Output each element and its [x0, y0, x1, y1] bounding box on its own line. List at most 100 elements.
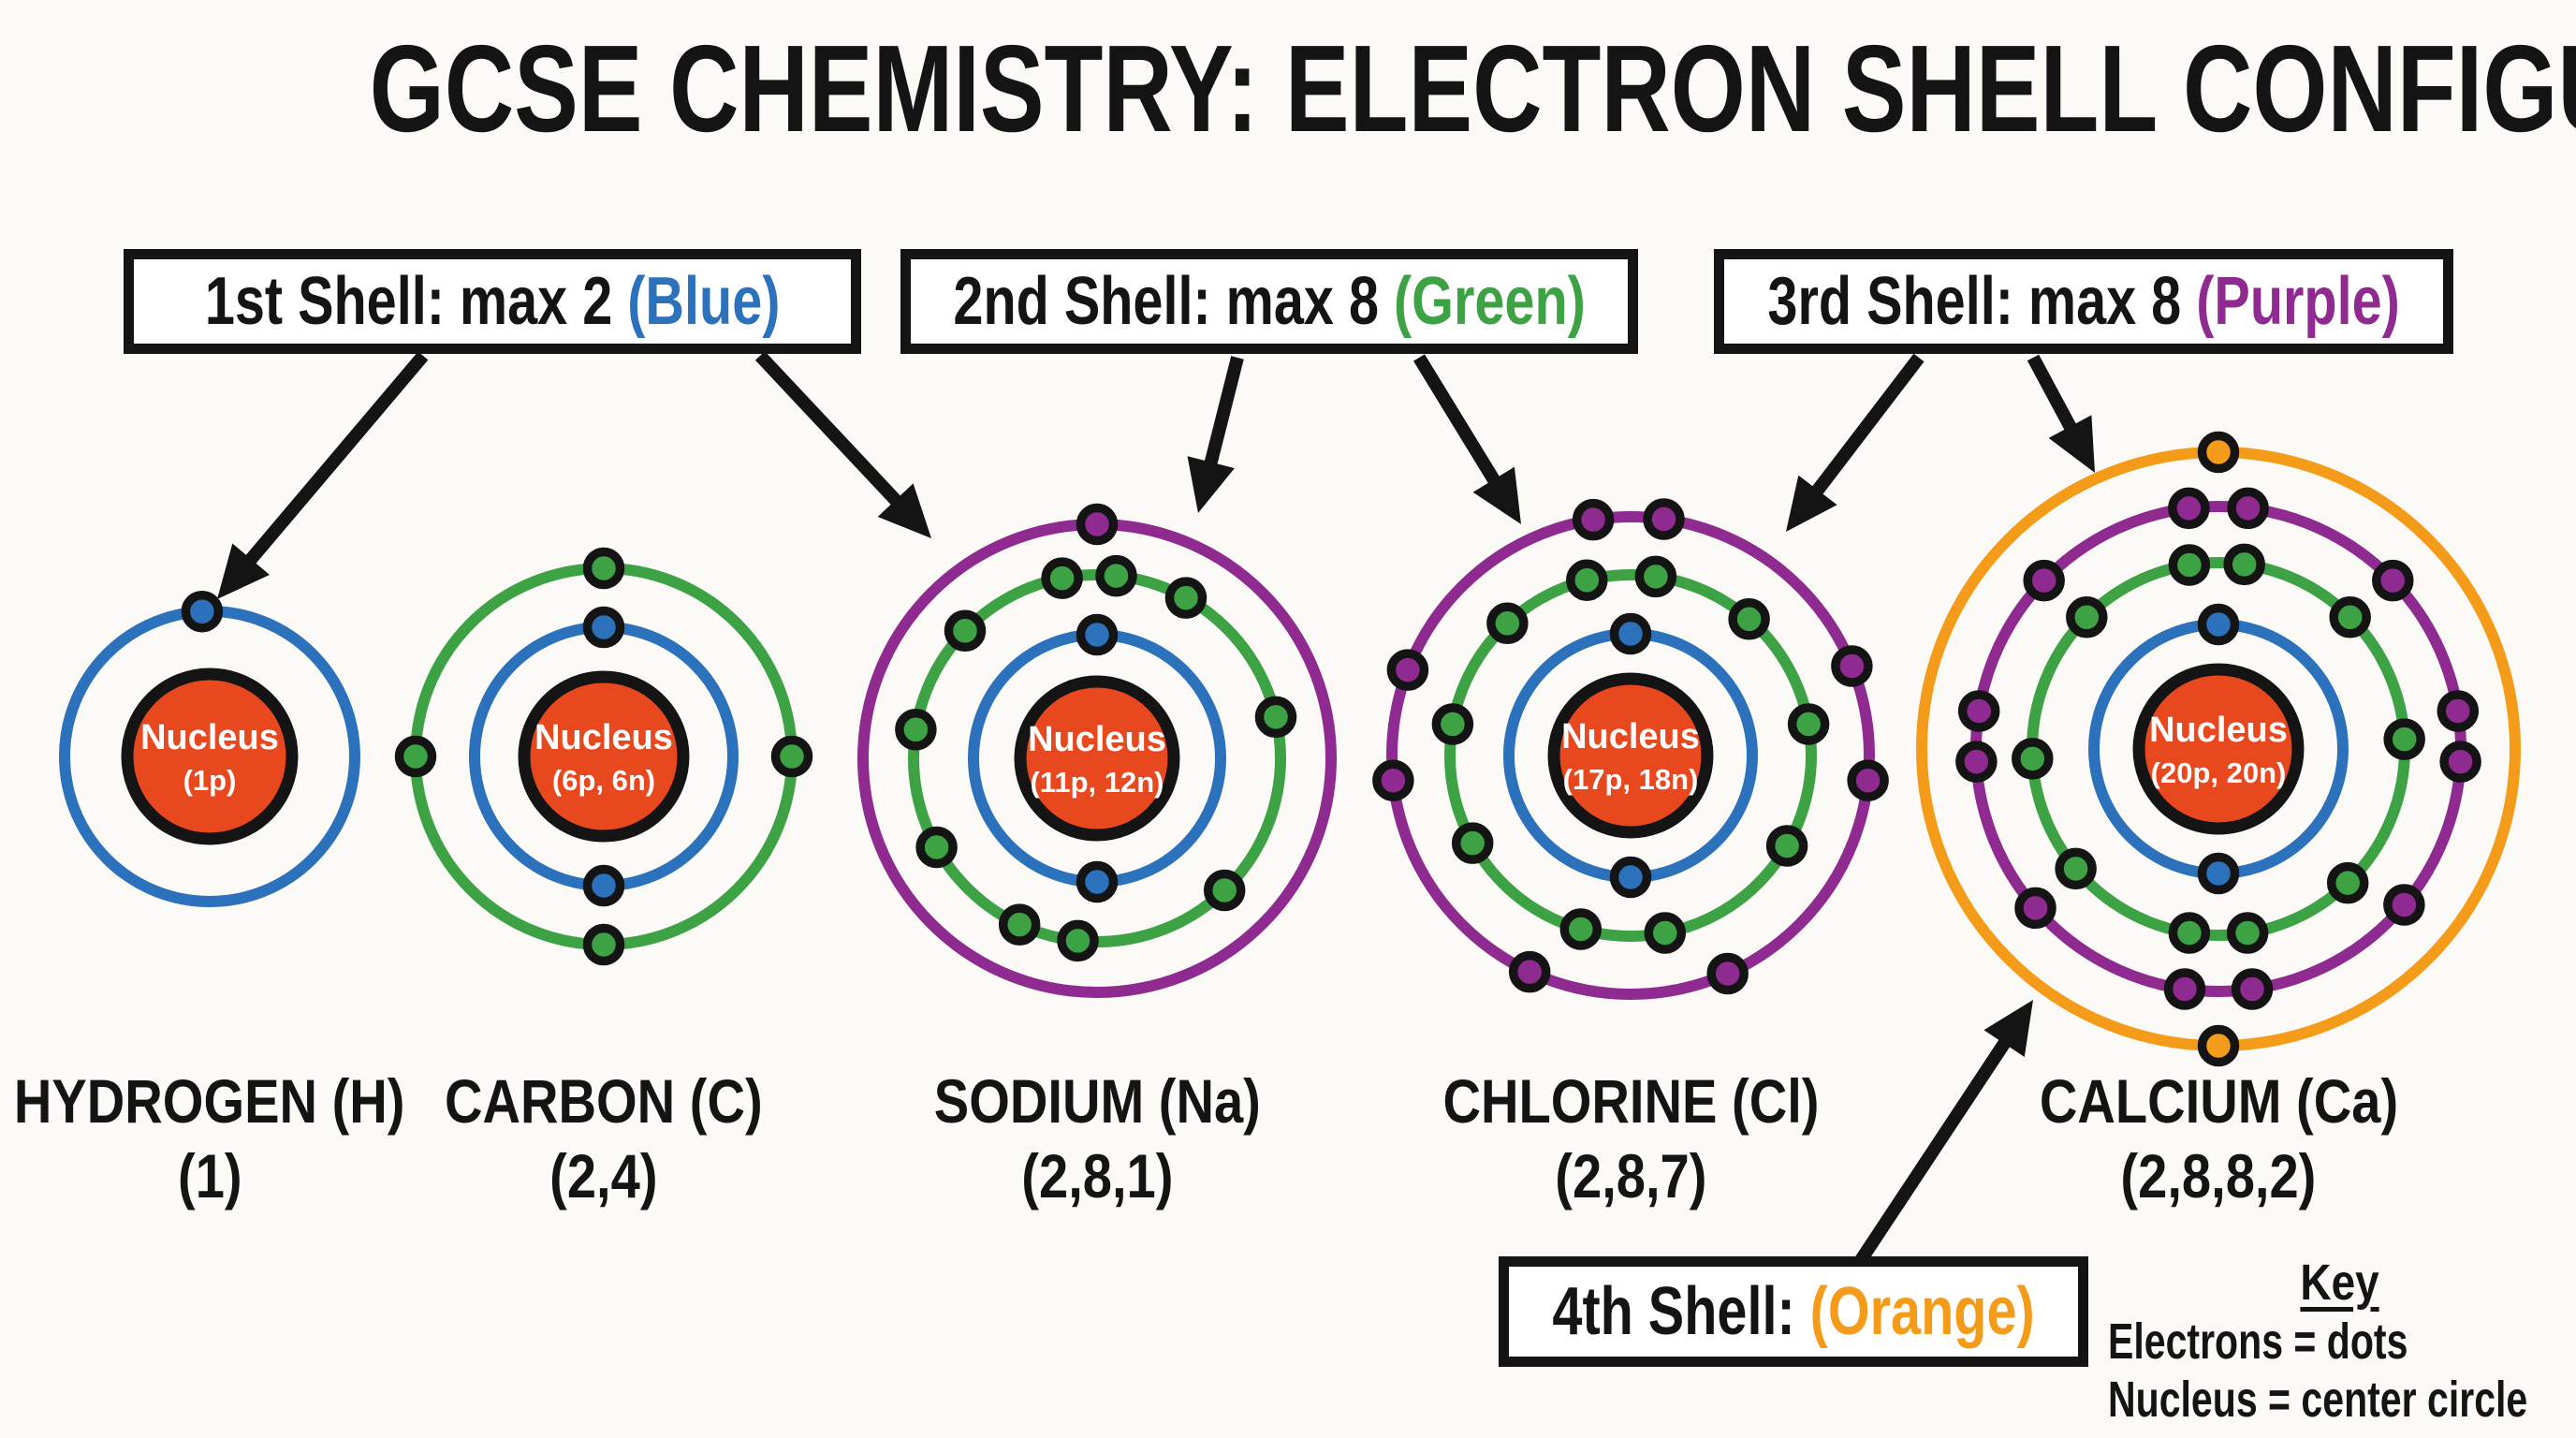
- green-electron-dot: [1559, 908, 1603, 950]
- arrow-head: [217, 543, 270, 599]
- green-electron-dot: [2223, 543, 2265, 586]
- green-electron-dot: [582, 923, 625, 966]
- purple-electron-dot: [1706, 952, 1749, 995]
- fourth-shell-legend-box: 4th Shell: (Orange): [1499, 1256, 2088, 1367]
- arrow-fourth-shell-box-to-calcium: [1855, 1000, 2033, 1264]
- purple-electron-dot: [1386, 649, 1429, 691]
- purple-electron-dot: [1957, 690, 2000, 732]
- nucleus-composition: (1p): [183, 764, 237, 797]
- purple-electron-dot: [2231, 968, 2274, 1010]
- page-title: GCSE CHEMISTRY: ELECTRON SHELL CONFIGURA…: [0, 20, 2576, 157]
- key-line-electrons: Electrons = dots: [2108, 1313, 2408, 1370]
- blue-electron-dot: [582, 864, 625, 907]
- nucleus: [1547, 672, 1714, 839]
- arrow-shaft: [241, 351, 429, 569]
- legend-label: 4th Shell:: [1552, 1274, 1810, 1349]
- green-electron-dot: [1041, 557, 1083, 599]
- element-configuration: (1): [177, 1141, 242, 1211]
- nucleus: [121, 668, 299, 845]
- arrow-head: [1983, 1000, 2033, 1057]
- legend-shell-color-word: (Orange): [1809, 1274, 2035, 1349]
- arrow-third-shell-box-to-chlorine: [1786, 353, 1925, 532]
- arrow-shaft: [1855, 1034, 2014, 1264]
- green-electron-dot: [1634, 555, 1677, 598]
- legend-text: 3rd Shell: max 8 (Purple): [1767, 268, 2399, 335]
- label-calcium: CALCIUM (Ca)(2,8,8,2): [1910, 1064, 2527, 1213]
- legend-shell-color-word: (Blue): [627, 264, 781, 339]
- purple-electron-dot: [2227, 487, 2269, 530]
- blue-electron-dot: [1609, 612, 1652, 655]
- blue-electron-dot: [1609, 856, 1652, 899]
- label-sodium: SODIUM (Na)(2,8,1): [788, 1064, 1406, 1213]
- green-electron-dot: [2066, 596, 2108, 638]
- purple-electron-dot: [1076, 503, 1119, 546]
- legend-label: 1st Shell: max 2: [204, 264, 628, 339]
- second-shell-legend-box: 2nd Shell: max 8 (Green): [900, 249, 1638, 354]
- element-name: CARBON (C): [445, 1066, 763, 1136]
- label-chlorine: CHLORINE (Cl)(2,8,7): [1322, 1064, 1939, 1213]
- key: Key Electrons = dots Nucleus = center ci…: [2108, 1253, 2572, 1429]
- purple-electron-dot: [1372, 759, 1414, 801]
- arrow-second-shell-box-to-sodium: [1187, 356, 1244, 513]
- purple-shell-ring: [1386, 511, 1875, 1000]
- arrow-head: [1472, 466, 1521, 524]
- green-electron-dot: [1057, 919, 1099, 962]
- element-name: CALCIUM (Ca): [2039, 1066, 2398, 1136]
- green-electron-dot: [915, 826, 958, 869]
- purple-electron-dot: [2023, 559, 2065, 602]
- green-electron-dot: [1451, 822, 1494, 864]
- key-line-nucleus: Nucleus = center circle: [2108, 1372, 2528, 1428]
- legend-text: 4th Shell: (Orange): [1552, 1278, 2034, 1345]
- blue-electron-dot: [1076, 613, 1119, 656]
- element-name: CHLORINE (Cl): [1442, 1066, 1820, 1136]
- blue-electron-dot: [181, 590, 224, 633]
- nucleus: [518, 670, 690, 843]
- nucleus-composition: (17p, 18n): [1563, 763, 1699, 796]
- label-hydrogen: HYDROGEN (H)(1): [0, 1064, 519, 1213]
- nucleus-label: Nucleus: [534, 718, 673, 757]
- green-electron-dot: [1486, 602, 1529, 645]
- arrow-second-shell-box-to-chlorine: [1413, 354, 1521, 524]
- legend-shell-color-word: (Green): [1393, 264, 1586, 339]
- green-electron-dot: [2326, 861, 2369, 904]
- purple-electron-dot: [1508, 950, 1551, 993]
- green-electron-dot: [944, 609, 987, 653]
- nucleus-composition: (20p, 20n): [2151, 756, 2287, 789]
- nucleus-label: Nucleus: [2149, 711, 2288, 750]
- purple-electron-dot: [2383, 884, 2425, 926]
- nucleus: [1014, 675, 1180, 842]
- third-shell-legend-box: 3rd Shell: max 8 (Purple): [1714, 249, 2453, 354]
- arrow-head: [2048, 415, 2095, 473]
- legend-text: 2nd Shell: max 8 (Green): [953, 268, 1585, 335]
- purple-electron-dot: [1572, 498, 1615, 541]
- green-electron-dot: [1787, 703, 1830, 745]
- element-configuration: (2,8,7): [1554, 1141, 1707, 1211]
- nucleus-label: Nucleus: [140, 718, 279, 757]
- atom-carbon: Nucleus(6p, 6n): [394, 547, 813, 966]
- green-electron-dot: [1728, 598, 1770, 640]
- atom-chlorine: Nucleus(17p, 18n): [1372, 498, 1889, 1000]
- green-electron-dot: [1644, 912, 1687, 954]
- green-electron-dot: [2226, 912, 2269, 954]
- purple-electron-dot: [1831, 645, 1873, 687]
- purple-electron-dot: [2372, 559, 2414, 602]
- green-electron-dot: [1566, 559, 1608, 601]
- legend-shell-color-word: (Purple): [2196, 264, 2400, 339]
- green-electron-dot: [2168, 912, 2211, 954]
- blue-electron-dot: [1076, 860, 1119, 903]
- green-electron-dot: [1095, 554, 1137, 597]
- green-electron-dot: [2055, 847, 2097, 890]
- element-configuration: (2,4): [549, 1141, 658, 1211]
- element-name: SODIUM (Na): [933, 1066, 1261, 1136]
- purple-electron-dot: [2163, 968, 2206, 1010]
- orange-electron-dot: [2197, 1024, 2240, 1067]
- purple-electron-dot: [2439, 741, 2481, 783]
- arrow-head: [1786, 475, 1837, 532]
- atom-hydrogen: Nucleus (1p): [59, 590, 360, 907]
- atom-sodium: Nucleus(11p, 12n): [857, 503, 1337, 998]
- arrow-shaft: [1413, 354, 1503, 490]
- page-title-text: GCSE CHEMISTRY: ELECTRON SHELL CONFIGURA…: [369, 20, 2576, 157]
- nucleus-composition: (11p, 12n): [1031, 766, 1164, 799]
